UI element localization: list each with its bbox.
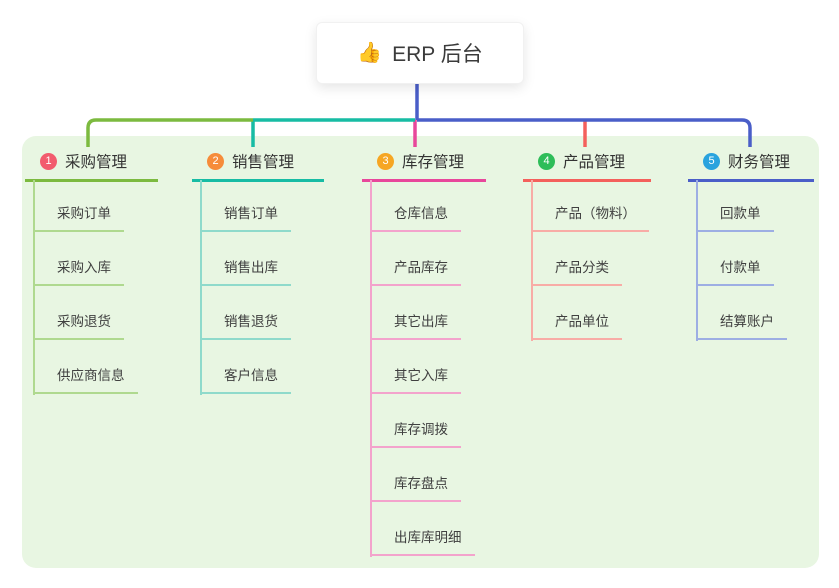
branch-3-connector-line: [370, 180, 372, 557]
branch-2-header[interactable]: 2 销售管理: [192, 148, 324, 182]
branch-2-child-4[interactable]: 客户信息: [200, 366, 291, 394]
branches-panel: [22, 136, 819, 568]
branch-2-number-badge: 2: [207, 152, 224, 170]
branch-4: 4 产品管理产品（物料） 产品分类产品单位: [523, 0, 703, 588]
branch-3-child-4-label: 其它入库: [394, 368, 448, 383]
branch-1-child-1[interactable]: 采购订单: [33, 204, 124, 232]
branch-4-number-badge: 4: [538, 152, 555, 170]
branch-4-child-2-label: 产品分类: [555, 260, 609, 275]
branch-3-number-badge: 3: [377, 152, 394, 170]
branch-5-number-badge: 5: [703, 152, 720, 170]
branch-5-header[interactable]: 5 财务管理: [688, 148, 814, 182]
branch-5-child-2[interactable]: 付款单: [696, 258, 774, 286]
branch-2-child-1-label: 销售订单: [224, 206, 278, 221]
branch-5-child-1-label: 回款单: [720, 206, 761, 221]
branch-1-child-3[interactable]: 采购退货: [33, 312, 124, 340]
branch-1-child-4[interactable]: 供应商信息: [33, 366, 138, 394]
branch-1-child-3-label: 采购退货: [57, 314, 111, 329]
branch-4-connector-line: [531, 180, 533, 341]
branch-1: 1 采购管理采购订单采购入库采购退货供应商信息: [25, 0, 205, 588]
branch-1-number-badge: 1: [40, 152, 57, 170]
branch-3-label: 库存管理: [402, 154, 465, 171]
branch-1-child-2[interactable]: 采购入库: [33, 258, 124, 286]
branch-2-child-2-label: 销售出库: [224, 260, 278, 275]
branch-2-label: 销售管理: [232, 154, 295, 171]
branch-2-connector-line: [200, 180, 202, 395]
branch-1-child-1-label: 采购订单: [57, 206, 111, 221]
branch-1-child-4-label: 供应商信息: [57, 368, 125, 383]
branch-3-child-2-label: 产品库存: [394, 260, 448, 275]
branch-4-child-1-label: 产品（物料）: [555, 206, 636, 221]
branch-3-child-1[interactable]: 仓库信息: [370, 204, 461, 232]
branch-2-child-2[interactable]: 销售出库: [200, 258, 291, 286]
branch-3: 3 库存管理仓库信息产品库存其它出库其它入库库存调拨库存盘点出库库明细: [362, 0, 542, 588]
branch-4-child-3[interactable]: 产品单位: [531, 312, 622, 340]
branch-3-child-6-label: 库存盘点: [394, 476, 448, 491]
branch-4-child-2[interactable]: 产品分类: [531, 258, 622, 286]
branch-5: 5 财务管理回款单付款单结算账户: [688, 0, 839, 588]
branch-3-child-5-label: 库存调拨: [394, 422, 448, 437]
branch-3-child-2[interactable]: 产品库存: [370, 258, 461, 286]
branch-5-label: 财务管理: [728, 154, 791, 171]
root-node[interactable]: 👍 ERP 后台: [316, 22, 524, 84]
branch-3-child-3[interactable]: 其它出库: [370, 312, 461, 340]
branch-5-child-3-label: 结算账户: [720, 314, 774, 329]
branch-1-header[interactable]: 1 采购管理: [25, 148, 158, 182]
branch-5-child-2-label: 付款单: [720, 260, 761, 275]
branch-4-child-1[interactable]: 产品（物料）: [531, 204, 649, 232]
branch-2-child-1[interactable]: 销售订单: [200, 204, 291, 232]
branch-3-child-3-label: 其它出库: [394, 314, 448, 329]
branch-1-child-2-label: 采购入库: [57, 260, 111, 275]
branch-5-child-1[interactable]: 回款单: [696, 204, 774, 232]
branch-3-child-5[interactable]: 库存调拨: [370, 420, 461, 448]
branch-1-label: 采购管理: [65, 154, 128, 171]
branch-4-child-3-label: 产品单位: [555, 314, 609, 329]
root-node-label: ERP 后台: [392, 43, 483, 66]
branch-5-connector-line: [696, 180, 698, 341]
branch-3-child-7[interactable]: 出库库明细: [370, 528, 475, 556]
branch-3-child-6[interactable]: 库存盘点: [370, 474, 461, 502]
branch-3-child-1-label: 仓库信息: [394, 206, 448, 221]
branch-4-header[interactable]: 4 产品管理: [523, 148, 651, 182]
branch-2-child-3[interactable]: 销售退货: [200, 312, 291, 340]
branch-2-child-3-label: 销售退货: [224, 314, 278, 329]
branch-1-connector-line: [33, 180, 35, 395]
branch-4-label: 产品管理: [563, 154, 626, 171]
thumbs-up-icon: 👍: [357, 42, 383, 64]
branch-2: 2 销售管理销售订单销售出库销售退货客户信息: [192, 0, 372, 588]
branch-5-child-3[interactable]: 结算账户: [696, 312, 787, 340]
branch-3-header[interactable]: 3 库存管理: [362, 148, 486, 182]
branch-3-child-7-label: 出库库明细: [394, 530, 462, 545]
branch-2-child-4-label: 客户信息: [224, 368, 278, 383]
branch-3-child-4[interactable]: 其它入库: [370, 366, 461, 394]
